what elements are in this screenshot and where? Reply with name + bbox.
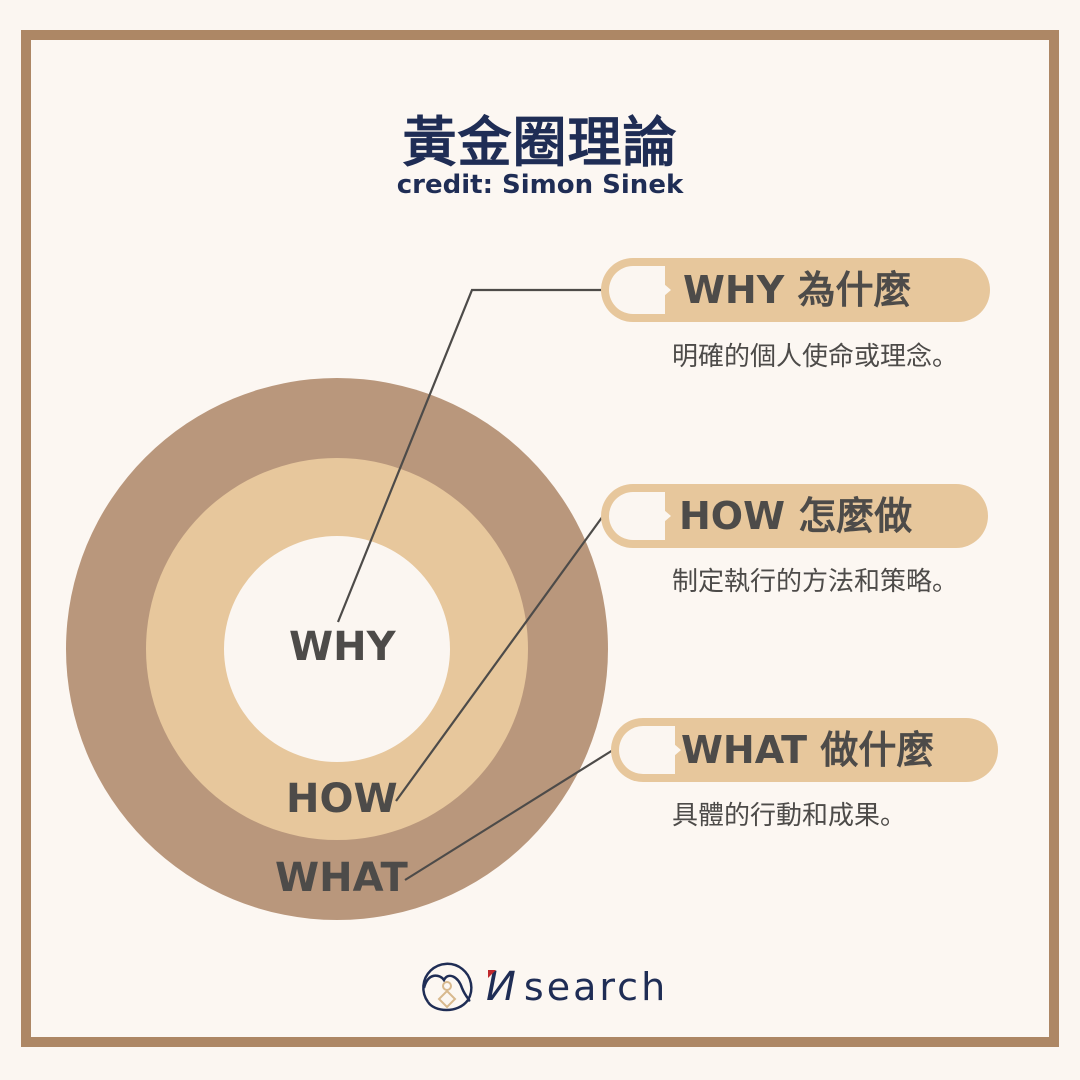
connector-line-why bbox=[336, 288, 603, 623]
mountain-circle-logo-icon bbox=[422, 962, 473, 1012]
logo-mark: И bbox=[486, 964, 516, 1010]
inner-circle-why bbox=[224, 536, 450, 762]
callout-pill-why: WHY 為什麼 bbox=[601, 258, 990, 322]
logo-text: search bbox=[523, 965, 669, 1009]
pill-notch bbox=[664, 510, 671, 522]
pill-notch bbox=[674, 744, 681, 756]
callout-title-how: HOW 怎麼做 bbox=[679, 494, 913, 538]
connector-line-what bbox=[404, 749, 614, 881]
pill-cap bbox=[609, 492, 665, 540]
callout-pill-what: WHAT 做什麼 bbox=[611, 718, 998, 782]
callout-title-what: WHAT 做什麼 bbox=[681, 728, 935, 772]
pill-cap bbox=[609, 266, 665, 314]
callout-desc-how: 制定執行的方法和策略。 bbox=[672, 567, 959, 597]
callout-title-why: WHY 為什麼 bbox=[683, 268, 912, 312]
brand-logo: И search bbox=[418, 956, 668, 1018]
logo-red-accent bbox=[488, 970, 496, 978]
page-title: 黃金圈理論 bbox=[402, 111, 678, 174]
pill-notch bbox=[664, 284, 671, 296]
page-subtitle: credit: Simon Sinek bbox=[396, 170, 684, 200]
pill-cap bbox=[619, 726, 675, 774]
callout-desc-what: 具體的行動和成果。 bbox=[672, 801, 907, 831]
callout-desc-why: 明確的個人使命或理念。 bbox=[672, 342, 959, 372]
connector-line-how bbox=[395, 515, 604, 802]
circle-label-why: WHY bbox=[289, 624, 396, 670]
circle-label-how: HOW bbox=[286, 776, 398, 822]
circle-label-what: WHAT bbox=[275, 855, 408, 901]
callout-pill-how: HOW 怎麼做 bbox=[601, 484, 988, 548]
